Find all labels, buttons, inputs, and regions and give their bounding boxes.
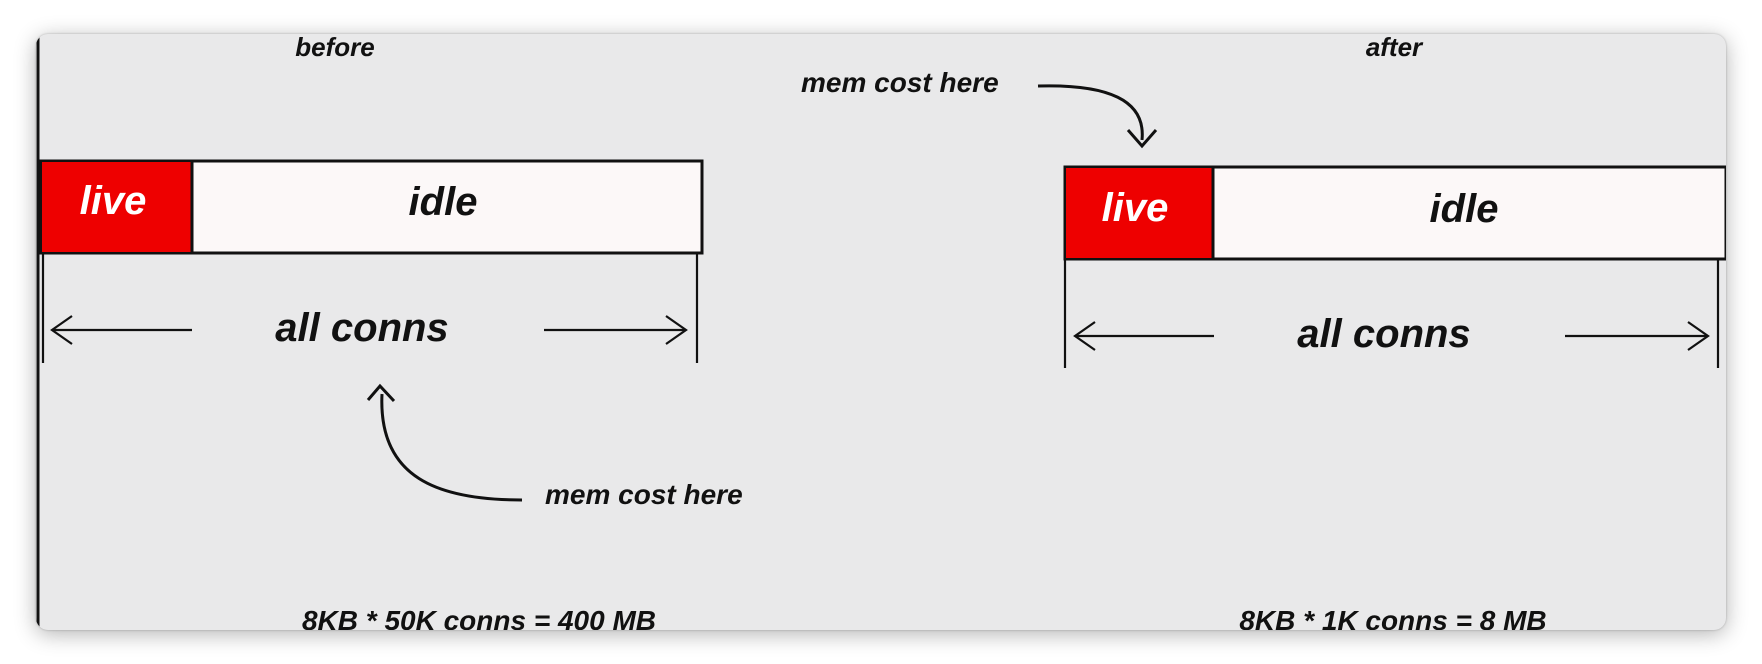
- arrow-right-icon: [1565, 321, 1710, 351]
- after-live-segment: [1066, 168, 1213, 258]
- before-heading: before: [295, 32, 374, 62]
- after-live-label: live: [1102, 186, 1169, 230]
- after-span-label: all conns: [1297, 312, 1470, 356]
- before-panel: before live idle all conns: [39, 32, 743, 636]
- before-idle-label: idle: [409, 180, 478, 224]
- after-heading: after: [1366, 32, 1424, 62]
- after-formula: 8KB * 1K conns = 8 MB: [1239, 605, 1546, 636]
- diagram-canvas: [36, 34, 1726, 630]
- arrow-left-icon: [1073, 321, 1214, 351]
- after-panel: after mem cost here live idle all conns: [801, 32, 1726, 636]
- after-annotation: mem cost here: [801, 67, 999, 98]
- curved-arrow-icon: [366, 383, 523, 502]
- arrow-left-icon: [50, 315, 192, 345]
- before-annotation: mem cost here: [545, 479, 743, 510]
- arrow-right-icon: [544, 315, 688, 345]
- after-idle-label: idle: [1430, 187, 1499, 231]
- before-live-segment: [42, 162, 192, 252]
- before-formula: 8KB * 50K conns = 400 MB: [302, 605, 656, 636]
- curved-arrow-icon: [1037, 84, 1158, 149]
- before-span-label: all conns: [275, 306, 448, 350]
- before-live-label: live: [80, 179, 147, 223]
